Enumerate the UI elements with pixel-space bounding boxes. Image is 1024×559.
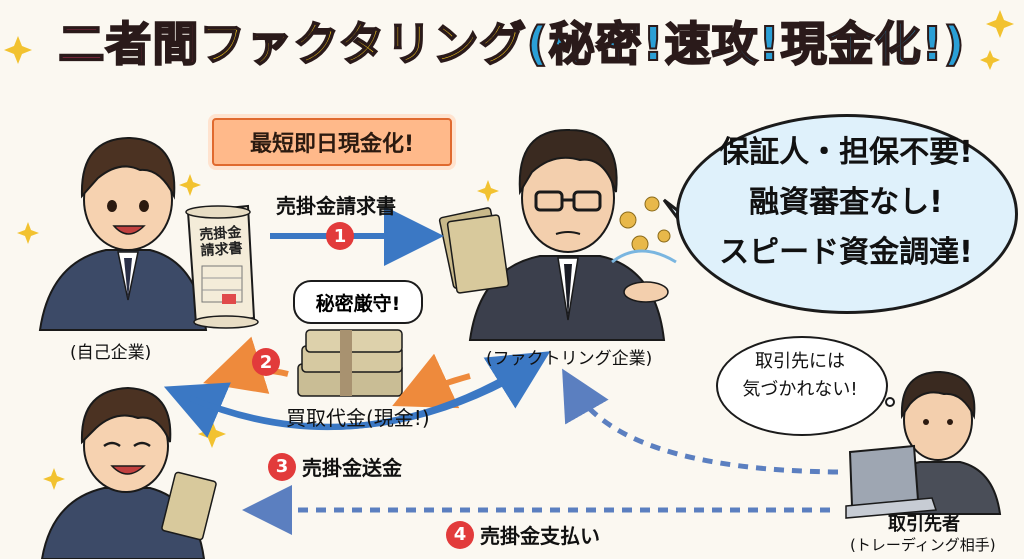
thought-bubble-text: 取引先には 気づかれない! (722, 348, 878, 404)
thought-line1: 取引先には (755, 351, 845, 372)
title-part2: ファクタリング (198, 16, 527, 72)
thought-bubble (716, 336, 888, 436)
arrow-3-return (188, 351, 551, 431)
factoring-person (438, 128, 677, 341)
doc-line2: 請求書 (200, 240, 244, 260)
own-company-label: (自己企業) (70, 343, 152, 363)
step-1-label: 売掛金請求書 (276, 194, 396, 218)
step-4-label: 売掛金支払い (480, 524, 600, 548)
step-4: 4 売掛金支払い (446, 520, 600, 549)
trading-partner-label: 取引先者 (888, 514, 960, 535)
arrow-2-right (392, 353, 471, 409)
step-2-label: 買取代金(現金!) (286, 406, 430, 430)
invoice-doc-text: 売掛金 請求書 (199, 225, 243, 260)
speech-bubble (676, 114, 1018, 314)
title-part3: (秘密!速攻!現金化!) (526, 16, 966, 72)
bubble-line1: 保証人・担保不要! (719, 135, 973, 170)
cash-stack (297, 329, 403, 397)
secret-badge: 秘密厳守! (293, 280, 423, 324)
step-2-badge: 2 (252, 348, 280, 376)
bubble-line2: 融資審査なし! (749, 185, 943, 220)
step-4-badge: 4 (446, 520, 474, 549)
page-title: 二者間ファクタリング(秘密!速攻!現金化!) (0, 8, 1024, 74)
speech-bubble-text: 保証人・担保不要! 融資審査なし! スピード資金調達! (686, 128, 1006, 278)
step-3-label: 売掛金送金 (302, 456, 402, 480)
trading-partner-person (845, 370, 1002, 519)
bubble-line3: スピード資金調達! (719, 235, 973, 270)
banner: 最短即日現金化! (212, 118, 452, 166)
own-company-person-bottom (40, 386, 217, 559)
thought-line2: 気づかれない! (742, 379, 858, 400)
trading-partner-sublabel: (トレーディング相手) (850, 536, 996, 554)
title-part1: 二者間 (57, 16, 200, 72)
invoice-scroll (185, 204, 259, 329)
step-3-badge: 3 (268, 452, 296, 481)
step-1: 売掛金請求書 (276, 190, 396, 219)
step-1-badge: 1 (326, 222, 354, 250)
factoring-company-label: (ファクトリング企業) (486, 349, 653, 369)
own-company-person (38, 136, 208, 331)
step-3: 3 売掛金送金 (268, 452, 402, 481)
